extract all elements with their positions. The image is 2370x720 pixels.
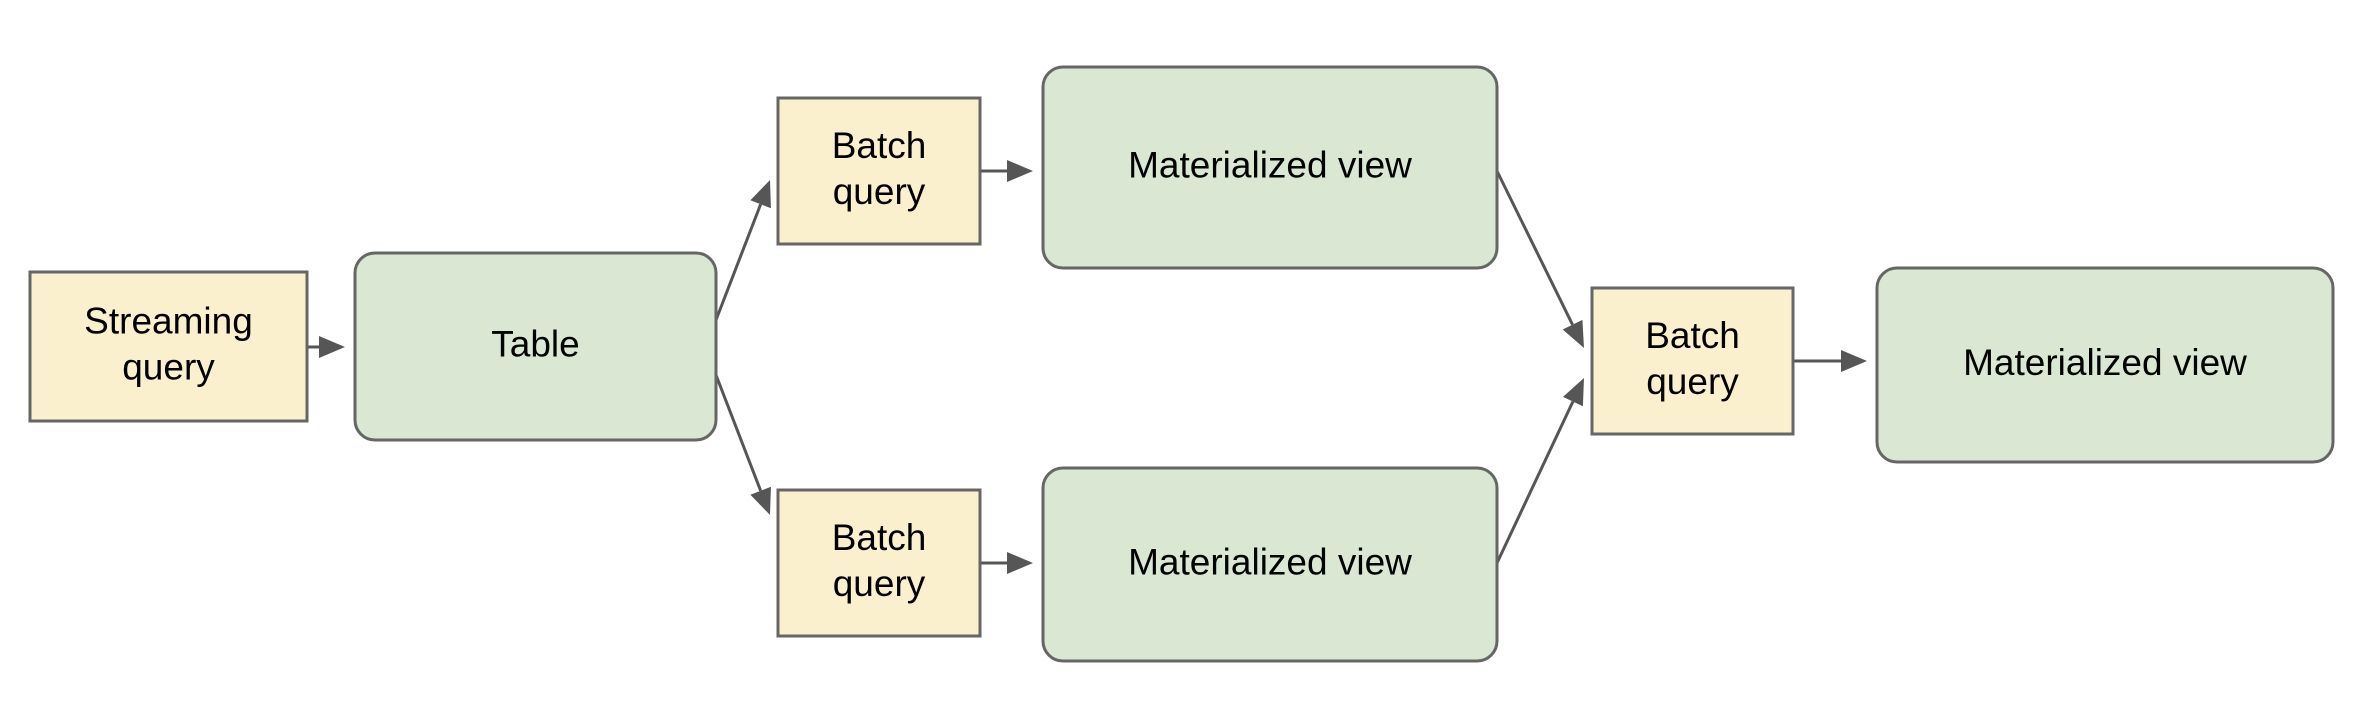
node-materialized-view-bottom[interactable]: Materialized view xyxy=(1041,466,1499,663)
node-label-table: Table xyxy=(491,323,579,364)
node-label-line: query xyxy=(833,171,926,212)
edge-batch-query-bottom-to-materialized-view-bottom xyxy=(980,552,1033,574)
edge-materialized-view-top-to-batch-query-merge xyxy=(1495,170,1584,348)
node-label-line: Materialized view xyxy=(1963,342,2247,383)
node-batch-query-bottom[interactable]: Batch query xyxy=(776,488,982,638)
edge-arrowhead xyxy=(1562,319,1584,348)
node-materialized-view-top[interactable]: Materialized view xyxy=(1041,65,1499,270)
node-label-line: query xyxy=(833,563,926,604)
edge-line xyxy=(1495,400,1575,564)
node-label-materialized-view-bottom: Materialized view xyxy=(1128,541,1412,582)
node-shape-materialized-view-top xyxy=(1041,65,1499,270)
node-shape-materialized-view-final xyxy=(1875,266,2335,464)
edge-line xyxy=(714,374,763,492)
node-label-line: Batch xyxy=(832,125,927,166)
node-label-materialized-view-top: Materialized view xyxy=(1128,144,1412,185)
edge-table-to-batch-query-top xyxy=(714,180,771,321)
node-batch-query-merge[interactable]: Batch query xyxy=(1590,286,1795,436)
node-label-line: Table xyxy=(491,323,579,364)
node-shape-streaming-query xyxy=(28,270,309,423)
node-label-materialized-view-final: Materialized view xyxy=(1963,342,2247,383)
node-label-line: Streaming xyxy=(84,300,253,341)
edge-table-to-batch-query-bottom xyxy=(714,374,771,515)
edge-arrowhead xyxy=(319,336,345,358)
node-label-line: Batch xyxy=(1645,315,1740,356)
node-label-batch-query-merge: Batch query xyxy=(1645,315,1740,402)
node-label-streaming-query: Streaming query xyxy=(84,300,253,387)
node-label-batch-query-bottom: Batch query xyxy=(832,517,927,604)
node-shape-batch-query-merge xyxy=(1590,286,1795,436)
node-batch-query-top[interactable]: Batch query xyxy=(776,96,982,246)
node-label-line: query xyxy=(122,346,215,387)
edge-batch-query-top-to-materialized-view-top xyxy=(980,160,1033,182)
node-shape-materialized-view-bottom xyxy=(1041,466,1499,663)
edge-streaming-query-to-table xyxy=(307,336,345,358)
node-shape-batch-query-top xyxy=(776,96,982,246)
node-shape-table xyxy=(353,251,718,442)
node-label-line: query xyxy=(1646,361,1739,402)
node-streaming-query[interactable]: Streaming query xyxy=(28,270,309,423)
node-label-line: Batch xyxy=(832,517,927,558)
node-label-line: Materialized view xyxy=(1128,144,1412,185)
edge-arrowhead xyxy=(750,180,771,209)
node-label-line: Materialized view xyxy=(1128,541,1412,582)
edge-arrowhead xyxy=(1562,378,1584,407)
edge-line xyxy=(714,203,763,321)
node-materialized-view-final[interactable]: Materialized view xyxy=(1875,266,2335,464)
edge-arrowhead xyxy=(1841,350,1867,372)
node-table[interactable]: Table xyxy=(353,251,718,442)
edge-materialized-view-bottom-to-batch-query-merge xyxy=(1495,378,1584,564)
edge-line xyxy=(1495,170,1574,326)
edges-layer xyxy=(307,160,1867,574)
node-shape-batch-query-bottom xyxy=(776,488,982,638)
edge-arrowhead xyxy=(1007,552,1033,574)
edge-arrowhead xyxy=(1007,160,1033,182)
edge-batch-query-merge-to-materialized-view-final xyxy=(1793,350,1867,372)
node-label-batch-query-top: Batch query xyxy=(832,125,927,212)
edge-arrowhead xyxy=(750,486,771,515)
